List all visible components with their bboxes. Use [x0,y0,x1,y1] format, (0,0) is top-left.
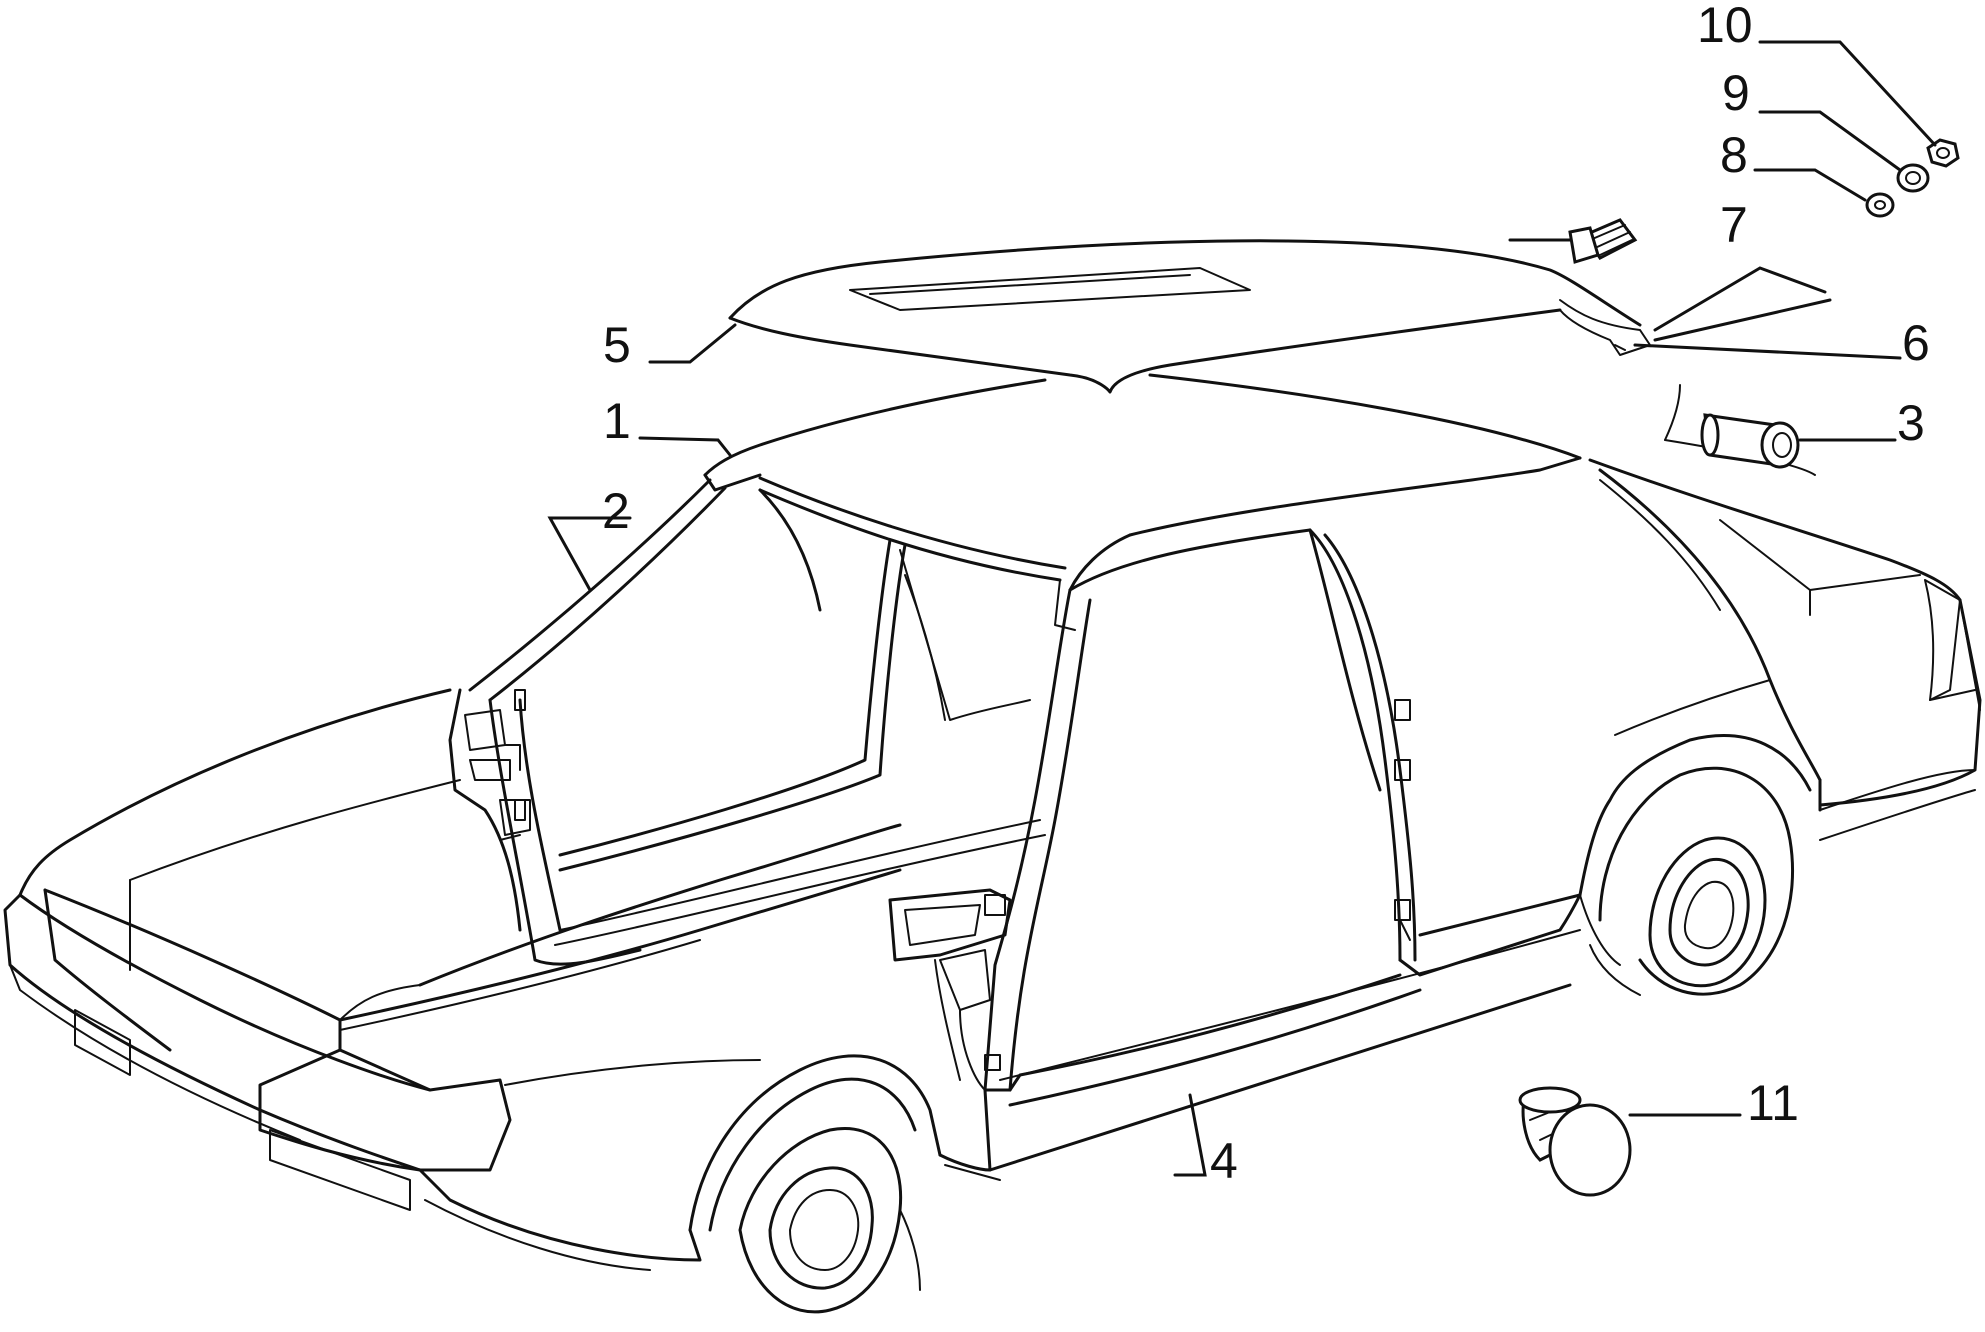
leader-line-8 [1753,168,1867,202]
callout-7: 7 [1720,197,1748,253]
callout-11: 11 [1747,1075,1799,1131]
leader-line-6c [1653,298,1832,342]
callout-5: 5 [603,317,631,373]
car-body-outline [3,458,1982,1314]
leader-line-4 [1173,1093,1207,1177]
windscreen-seal [468,476,1076,702]
callout-4: 4 [1210,1133,1238,1189]
bolt-part [1568,218,1638,264]
callout-6: 6 [1902,315,1930,371]
leader-line-6b [1653,266,1827,332]
callout-3: 3 [1897,395,1925,451]
leader-line-2 [547,516,632,592]
callout-8: 8 [1720,127,1748,183]
grommet-plug-part [1664,384,1816,476]
roof-headliner-panel [728,239,1651,394]
nut-part [1926,138,1960,168]
callouts: 1 2 3 4 5 6 7 8 9 10 11 [602,0,1930,1189]
front-door-seal [488,488,1046,966]
callout-2: 2 [602,483,630,539]
washer-part [1865,192,1895,218]
rear-door-seal [983,528,1582,1107]
callout-1: 1 [603,393,631,449]
c-pillar-hardware [888,888,1012,1091]
roof-drip-seal [703,373,1582,592]
leader-lines [547,40,1937,1177]
leader-line-10 [1758,40,1937,147]
b-pillar [1308,528,1411,941]
leader-line-1 [638,436,732,457]
leader-line-5 [648,323,737,364]
callout-9: 9 [1722,65,1750,121]
push-clip-part [1518,1086,1632,1197]
leader-line-9 [1758,110,1902,172]
callout-10: 10 [1697,0,1753,53]
a-pillar-hardware [448,688,531,932]
leader-line-6 [1633,343,1902,360]
spring-washer-part [1896,163,1930,193]
